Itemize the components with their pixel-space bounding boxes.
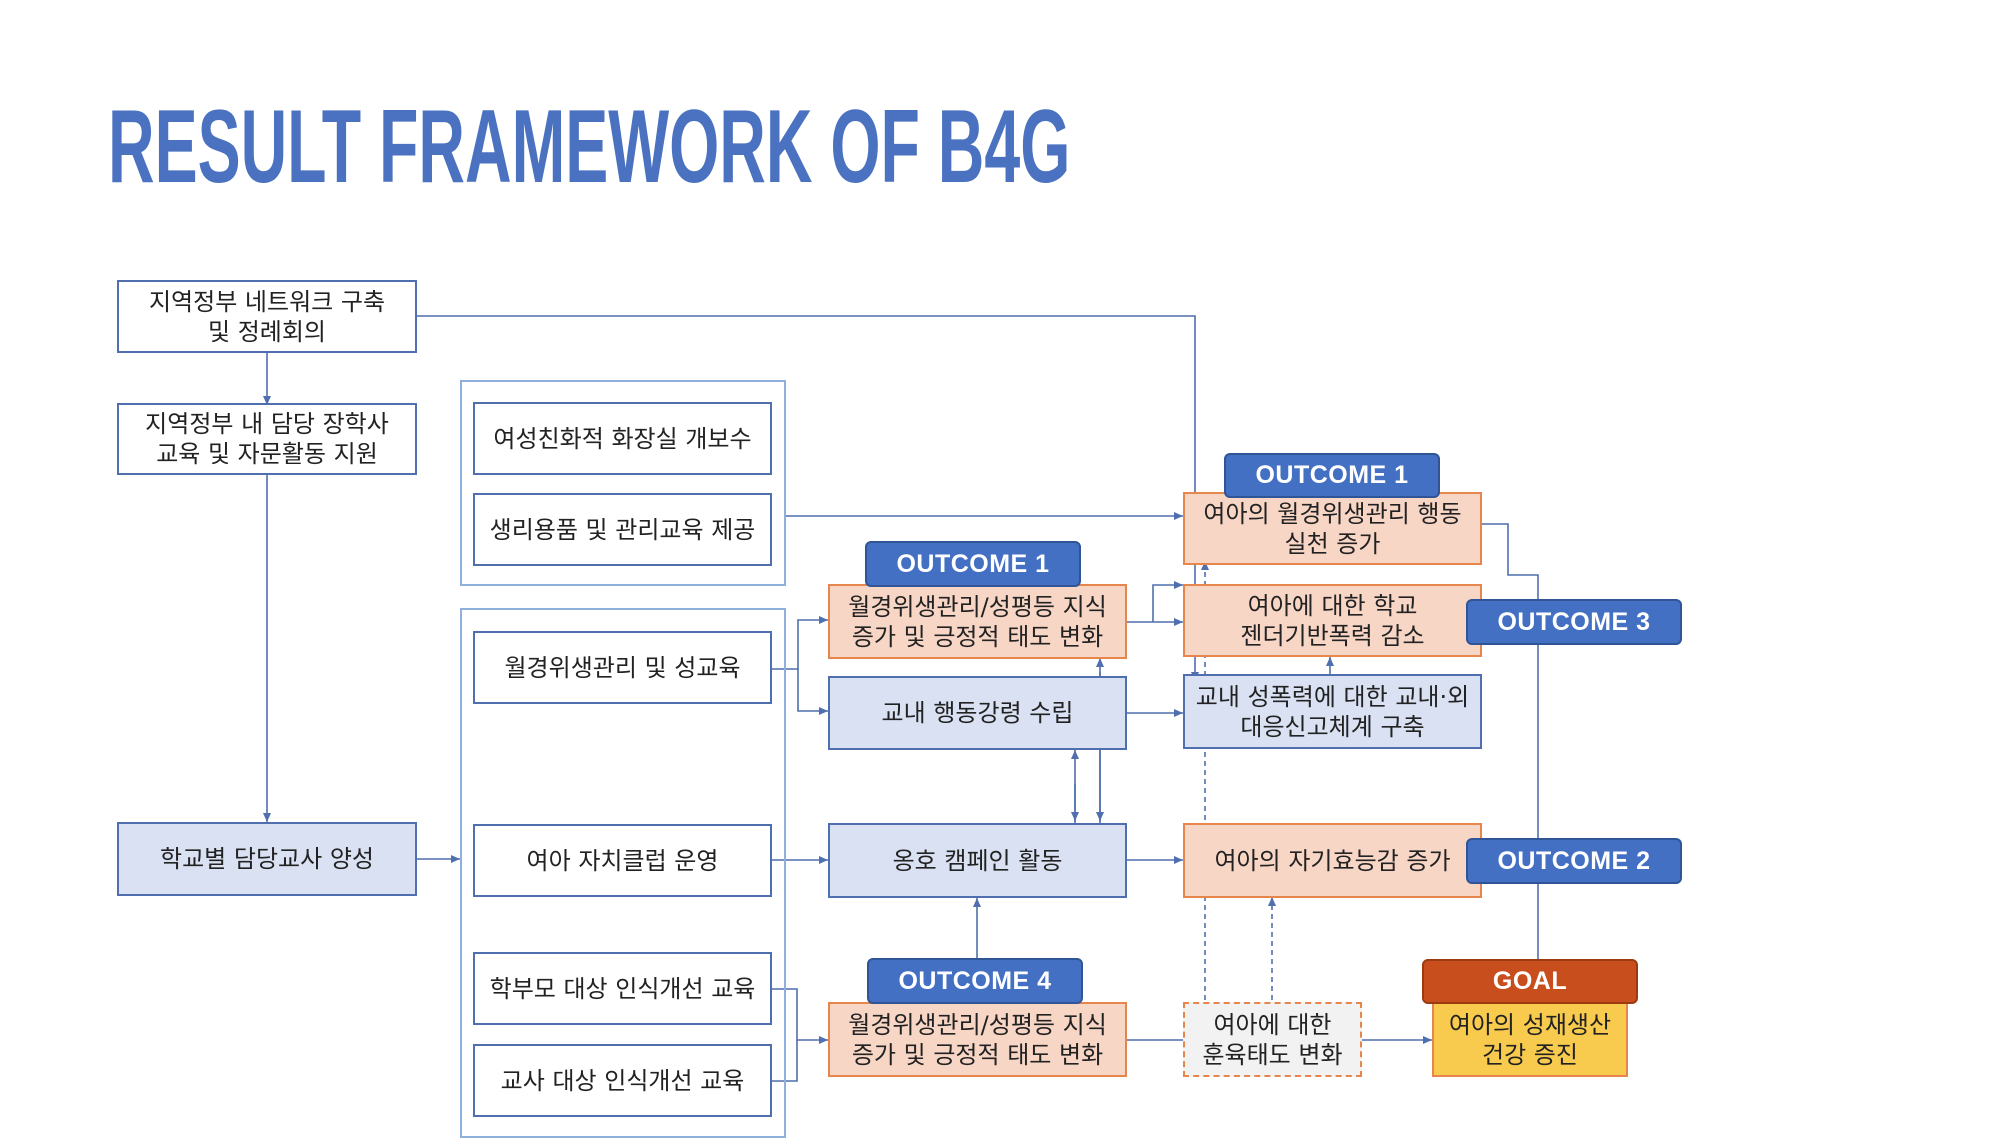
- box-practice: 여아의 월경위생관리 행동 실천 증가: [1183, 492, 1482, 565]
- box-officer-support: 지역정부 내 담당 장학사 교육 및 자문활동 지원: [117, 403, 417, 475]
- box-knowledge-outcome1: 월경위생관리/성평등 지식 증가 및 긍정적 태도 변화: [828, 584, 1127, 659]
- label-outcome2: OUTCOME 2: [1466, 838, 1682, 884]
- box-campaign: 옹호 캠페인 활동: [828, 823, 1127, 898]
- label-goal: GOAL: [1422, 959, 1638, 1004]
- box-parent-edu: 학부모 대상 인식개선 교육: [473, 952, 772, 1025]
- connector-mhm-to-conduct: [797, 669, 828, 715]
- box-network: 지역정부 네트워크 구축 및 정례회의: [117, 280, 417, 353]
- box-teacher-edu: 교사 대상 인식개선 교육: [473, 1044, 772, 1117]
- label-outcome4: OUTCOME 4: [867, 958, 1083, 1004]
- box-attitude: 여아에 대한 훈육태도 변화: [1183, 1002, 1362, 1077]
- box-gbv: 여아에 대한 학교 젠더기반폭력 감소: [1183, 584, 1482, 657]
- box-mhm-sex-ed: 월경위생관리 및 성교육: [473, 631, 772, 704]
- label-outcome3: OUTCOME 3: [1466, 599, 1682, 645]
- connector-teacher-edu: [771, 1040, 798, 1082]
- box-goal: 여아의 성재생산 건강 증진: [1432, 1002, 1628, 1077]
- connector-practice-to-goal: [1482, 523, 1539, 959]
- box-reporting: 교내 성폭력에 대한 교내·외 대응신고체계 구축: [1183, 674, 1482, 749]
- label-outcome1-mid: OUTCOME 1: [865, 541, 1081, 587]
- box-efficacy: 여아의 자기효능감 증가: [1183, 823, 1482, 898]
- box-club: 여아 자치클럽 운영: [473, 824, 772, 897]
- box-knowledge-outcome4: 월경위생관리/성평등 지식 증가 및 긍정적 태도 변화: [828, 1002, 1127, 1077]
- box-teacher-training: 학교별 담당교사 양성: [117, 822, 417, 896]
- box-toilet: 여성친화적 화장실 개보수: [473, 402, 772, 475]
- box-sanitary: 생리용품 및 관리교육 제공: [473, 493, 772, 566]
- facilities-group: [460, 380, 786, 586]
- page-title: RESULT FRAMEWORK OF B4G: [108, 89, 1071, 205]
- connector-knowledge-to-practice: [1152, 581, 1183, 622]
- box-conduct: 교내 행동강령 수립: [828, 676, 1127, 750]
- label-outcome1-top: OUTCOME 1: [1224, 453, 1440, 498]
